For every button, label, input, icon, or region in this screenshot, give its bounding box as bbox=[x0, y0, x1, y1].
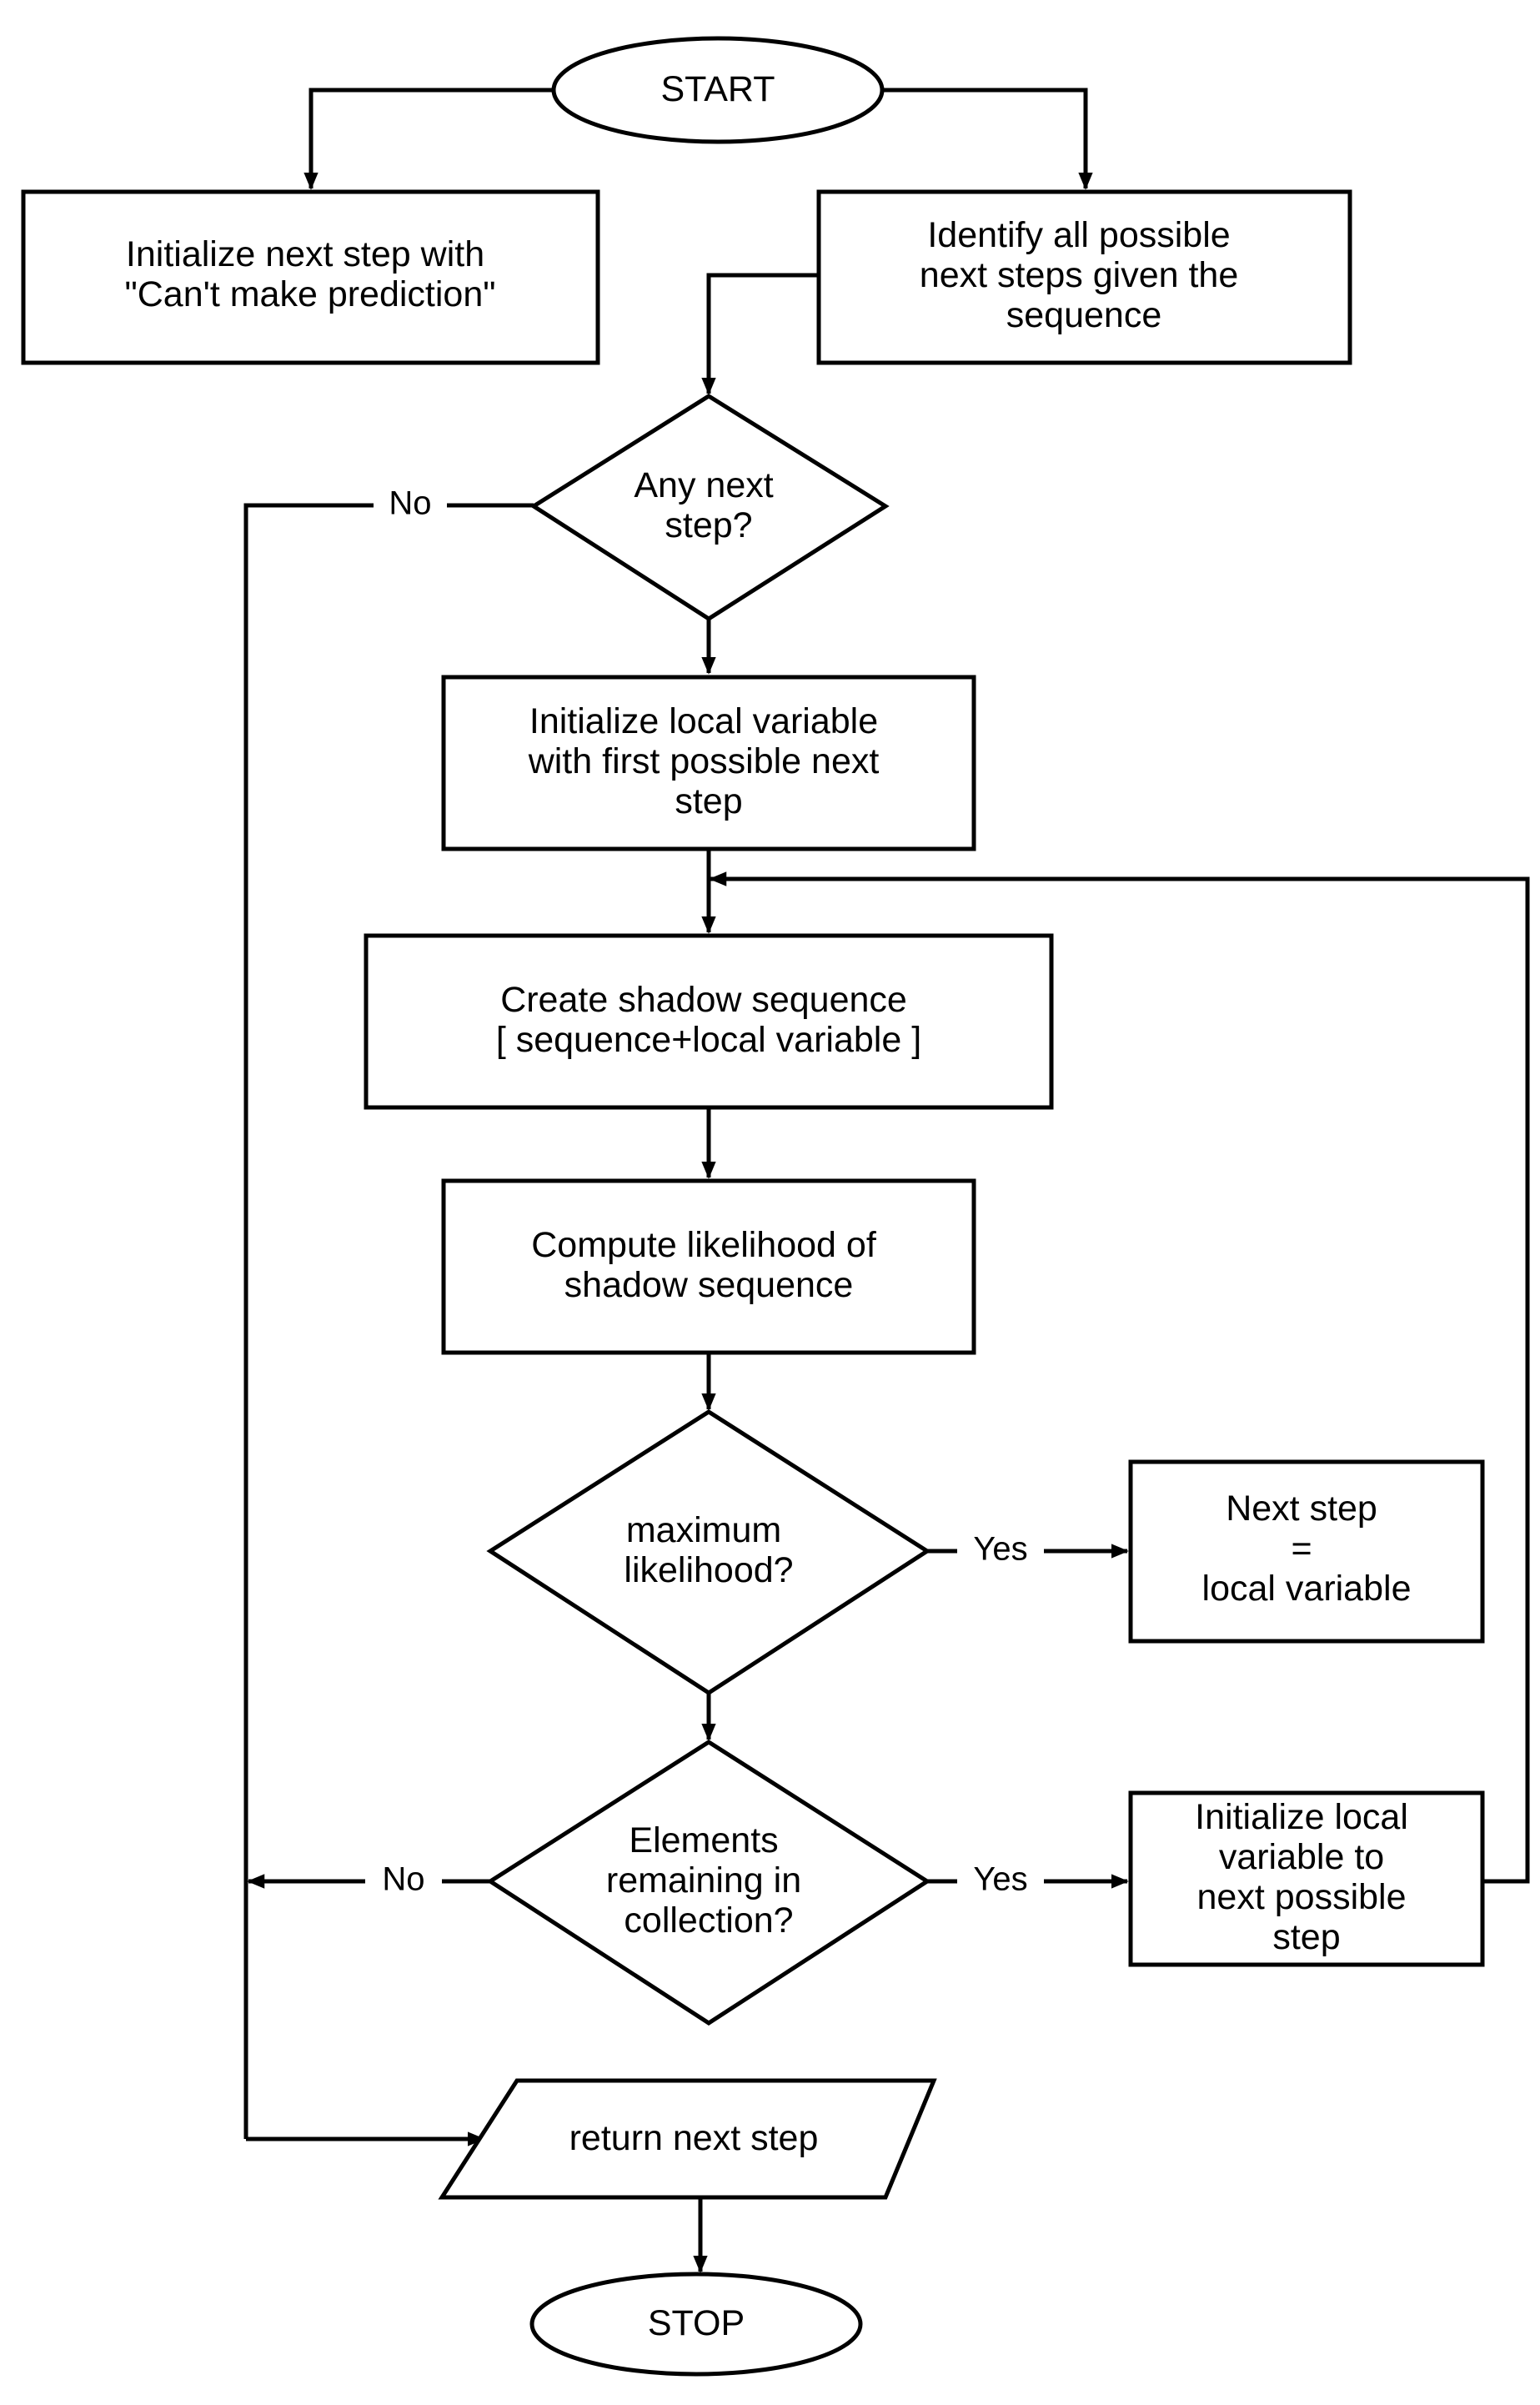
node-line: collection? bbox=[624, 1900, 793, 1941]
node-line: step bbox=[675, 781, 742, 821]
node-compute-likelihood: Compute likelihood of shadow sequence bbox=[441, 1178, 976, 1355]
node-line: local variable bbox=[1202, 1569, 1412, 1609]
node-line: Any next bbox=[634, 465, 773, 505]
node-line: START bbox=[661, 69, 775, 109]
node-line: Initialize local variable bbox=[529, 701, 878, 741]
node-stop: STOP bbox=[529, 2272, 863, 2377]
edge-start-to-init bbox=[303, 88, 553, 190]
node-text: Any next step? bbox=[634, 465, 783, 545]
edge-label-max-yes: Yes bbox=[973, 1531, 1027, 1568]
node-line: Initialize local bbox=[1195, 1797, 1408, 1837]
node-max-likelihood: maximum likelihood? bbox=[486, 1409, 931, 1695]
node-line: sequence bbox=[1006, 295, 1162, 335]
node-text: START bbox=[661, 69, 775, 109]
node-text: Create shadow sequence [ sequence+local … bbox=[496, 980, 921, 1060]
edge-identify-to-decision bbox=[701, 273, 819, 395]
node-text: maximum likelihood? bbox=[624, 1510, 793, 1590]
edge-label-elements-no: No bbox=[382, 1861, 424, 1898]
node-line: with first possible next bbox=[528, 741, 880, 781]
node-line: Create shadow sequence bbox=[500, 980, 907, 1020]
node-text: STOP bbox=[648, 2303, 745, 2343]
node-text: Initialize local variable to next possib… bbox=[1195, 1797, 1418, 1957]
node-line: return next step bbox=[569, 2118, 819, 2158]
node-text: return next step bbox=[569, 2118, 819, 2158]
node-any-next-step: Any next step? bbox=[529, 394, 890, 621]
node-identify-steps: Identify all possible next steps given t… bbox=[816, 189, 1352, 365]
edge-label-any-no: No bbox=[389, 485, 431, 522]
node-create-shadow: Create shadow sequence [ sequence+local … bbox=[364, 933, 1054, 1110]
node-init-local-var: Initialize local variable with first pos… bbox=[441, 675, 976, 851]
node-line: [ sequence+local variable ] bbox=[496, 1020, 921, 1060]
node-line: remaining in bbox=[606, 1860, 801, 1900]
node-line: Elements bbox=[629, 1820, 778, 1860]
edge-loop-back bbox=[709, 871, 1530, 1884]
node-line: variable to bbox=[1219, 1837, 1384, 1877]
node-line: Compute likelihood of bbox=[531, 1225, 877, 1265]
node-line: STOP bbox=[648, 2303, 745, 2343]
edge-label-elements-yes: Yes bbox=[973, 1861, 1027, 1898]
node-text: Elements remaining in collection? bbox=[606, 1820, 811, 1941]
node-text: Initialize next step with "Can't make pr… bbox=[124, 234, 495, 314]
node-text: Identify all possible next steps given t… bbox=[920, 215, 1248, 335]
edge-start-to-identify bbox=[884, 88, 1093, 190]
node-line: shadow sequence bbox=[564, 1265, 854, 1305]
node-set-next-step: Next step = local variable bbox=[1128, 1459, 1485, 1644]
node-text: Compute likelihood of shadow sequence bbox=[531, 1225, 885, 1305]
node-line: Initialize next step with bbox=[126, 234, 484, 274]
node-line: Identify all possible bbox=[927, 215, 1230, 255]
node-return-next-step: return next step bbox=[438, 2078, 937, 2200]
node-line: maximum bbox=[626, 1510, 781, 1550]
node-line: next steps given the bbox=[920, 255, 1238, 295]
node-line: Next step bbox=[1226, 1489, 1377, 1529]
node-text: Initialize local variable with first pos… bbox=[528, 701, 890, 821]
node-line: next possible bbox=[1197, 1877, 1407, 1917]
node-init-local-next: Initialize local variable to next possib… bbox=[1128, 1790, 1485, 1967]
node-line: step bbox=[1272, 1917, 1340, 1957]
node-text: Next step = local variable bbox=[1202, 1489, 1412, 1609]
node-start: START bbox=[551, 36, 885, 144]
edge-labels: No Yes No Yes bbox=[365, 485, 1044, 1901]
node-line: step? bbox=[665, 505, 752, 545]
node-line: = bbox=[1291, 1529, 1312, 1569]
node-line: likelihood? bbox=[624, 1550, 793, 1590]
node-elements-remaining: Elements remaining in collection? bbox=[486, 1740, 931, 2026]
node-line: "Can't make prediction" bbox=[124, 274, 495, 314]
node-init-next-step: Initialize next step with "Can't make pr… bbox=[21, 189, 600, 365]
